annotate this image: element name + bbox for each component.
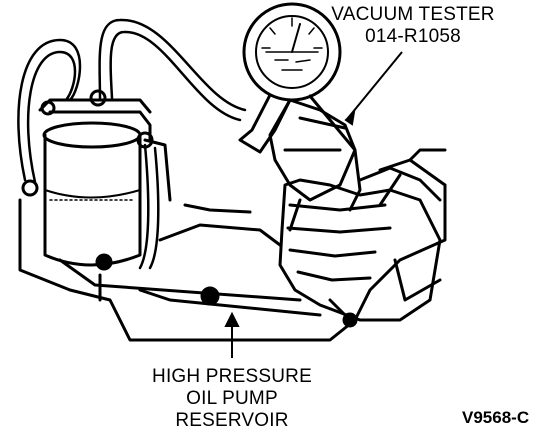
oil-pump-reservoir bbox=[21, 89, 172, 267]
vacuum-tester-label-line1: VACUUM TESTER bbox=[331, 4, 495, 25]
engine-block bbox=[18, 148, 447, 342]
hand bbox=[278, 166, 442, 322]
vacuum-hose bbox=[17, 18, 247, 270]
vacuum-gauge bbox=[238, 2, 342, 154]
figure-id: V9568-C bbox=[462, 408, 530, 427]
reservoir-label-line3: RESERVOIR bbox=[175, 410, 289, 431]
vacuum-tester-label: VACUUM TESTER 014-R1058 bbox=[318, 4, 508, 48]
reservoir-label: HIGH PRESSURE OIL PUMP RESERVOIR bbox=[132, 366, 332, 432]
reservoir-label-line1: HIGH PRESSURE bbox=[152, 366, 312, 387]
leader-line bbox=[224, 51, 403, 358]
reservoir-label-line2: OIL PUMP bbox=[186, 388, 278, 409]
vacuum-tester-part-number: 014-R1058 bbox=[365, 26, 461, 47]
hand-pump-body bbox=[268, 98, 362, 232]
